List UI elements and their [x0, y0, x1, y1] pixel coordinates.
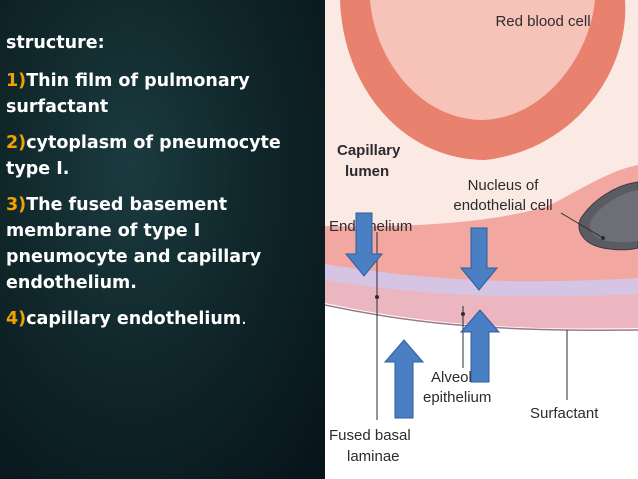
structure-item-1: 1)Thin film of pulmonary surfactant: [6, 68, 321, 120]
alveolar-epithelium-layer: [325, 278, 638, 329]
pointer-dot: [601, 236, 605, 240]
item-suffix: .: [241, 309, 247, 329]
endothelium-layer: [325, 165, 638, 282]
arrow-up-icon: [383, 339, 425, 419]
structure-list: structure: 1)Thin film of pulmonary surf…: [6, 30, 321, 342]
arrow-down-icon: [459, 227, 499, 291]
item-text: The fused basement membrane of type I pn…: [6, 195, 262, 293]
nucleus-pointer: [560, 212, 604, 239]
structure-item-2: 2)cytoplasm of pneumocyte type I.: [6, 130, 321, 182]
item-text: capillary endothelium: [26, 309, 242, 329]
structure-item-3: 3)The fused basement membrane of type I …: [6, 192, 321, 296]
item-text: Thin film of pulmonary surfactant: [6, 71, 250, 117]
item-number: 4): [6, 309, 27, 329]
label-lumen: lumen: [345, 163, 389, 180]
structure-item-4: 4)capillary endothelium.: [6, 306, 321, 332]
item-number: 1): [6, 71, 27, 91]
item-text: cytoplasm of pneumocyte type I.: [6, 133, 281, 179]
red-blood-cell-inner: [370, 0, 595, 120]
item-number: 3): [6, 195, 27, 215]
label-capillary: Capillary: [337, 142, 401, 159]
arrow-up-icon: [459, 309, 501, 383]
diagram-panel: Red blood cell Capillary lumen Nucleus o…: [325, 0, 638, 479]
item-number: 2): [6, 133, 27, 153]
label-alveolar-line2: epithelium: [423, 389, 491, 406]
label-fused-line2: laminae: [347, 448, 400, 465]
text-panel: structure: 1)Thin film of pulmonary surf…: [0, 0, 325, 479]
pointer-dot: [461, 312, 465, 316]
label-nucleus-line2: endothelial cell: [453, 197, 552, 214]
structure-heading: structure:: [6, 33, 105, 53]
label-red-blood-cell: Red blood cell: [495, 13, 590, 30]
endothelial-nucleus-inner: [589, 190, 638, 243]
surfactant-layer: [325, 304, 638, 331]
label-surfactant: Surfactant: [530, 405, 599, 422]
label-fused-line1: Fused basal: [329, 427, 411, 444]
arrow-down-icon: [344, 212, 384, 277]
alveolar-capillary-diagram: Red blood cell Capillary lumen Nucleus o…: [325, 0, 638, 479]
pointer-dot: [375, 295, 379, 299]
label-nucleus-line1: Nucleus of: [468, 177, 540, 194]
